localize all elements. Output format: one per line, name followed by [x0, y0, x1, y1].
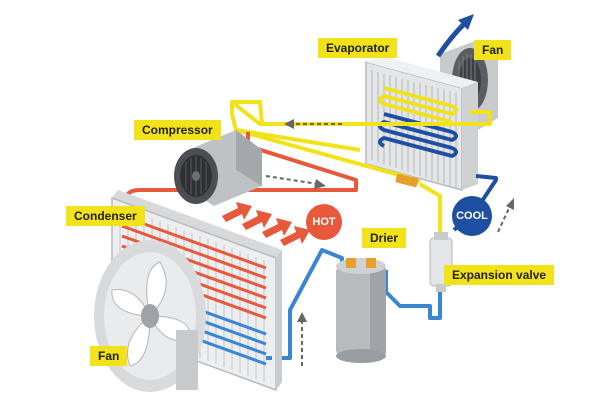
label-drier: Drier — [362, 228, 407, 248]
compressor — [174, 130, 262, 206]
liquid-line — [270, 248, 344, 360]
label-evaporator: Evaporator — [318, 38, 398, 58]
cool-badge: COOL — [452, 196, 492, 236]
heat-arrows — [222, 202, 310, 246]
label-fan-top: Fan — [474, 40, 512, 60]
label-fan-bottom: Fan — [90, 346, 128, 366]
label-expansion-valve: Expansion valve — [444, 265, 555, 285]
flow-arrow-evaporator-feed — [497, 205, 511, 233]
label-condenser: Condenser — [66, 206, 145, 226]
hot-badge: HOT — [306, 204, 342, 240]
suction-line — [230, 100, 492, 152]
airflow-arrow-evaporator-fan — [435, 14, 474, 58]
drier — [336, 258, 386, 363]
flow-arrow-discharge — [265, 175, 319, 185]
label-compressor: Compressor — [134, 120, 221, 140]
condenser-fan — [94, 240, 206, 392]
